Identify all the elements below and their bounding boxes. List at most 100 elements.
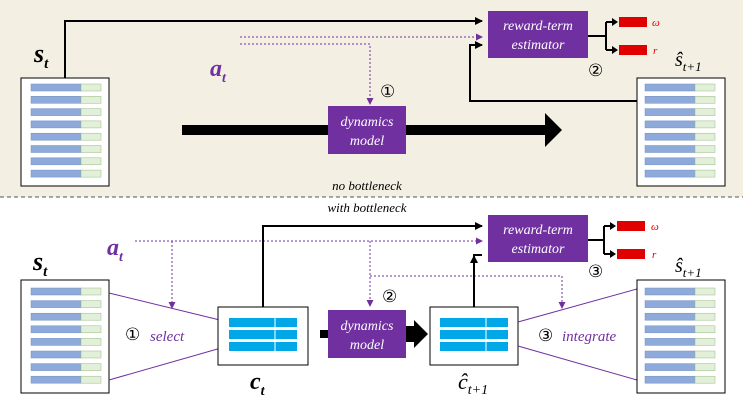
top-state-row-4 [30,120,82,129]
top-omega-arrowhead [612,18,618,26]
top-state-label: st [33,39,49,72]
bottom-next-state-row-1-tail [694,287,716,296]
top-next-state-row-4-tail [694,120,716,129]
bottom-reward-estimator-box: reward-term estimator [488,215,588,262]
bottom-state-row-2 [30,300,82,308]
svg-text:estimator: estimator [512,38,565,53]
top-next-state-row-1 [644,83,696,92]
bottom-step-3-integrate-marker: ③ [538,326,553,345]
svg-text:model: model [350,338,384,353]
bottom-dynamics-model-box: dynamics model [328,310,406,358]
top-state-row-1-tail [80,83,102,92]
top-next-state-row-2 [644,96,696,104]
bottom-state-label: st [32,247,48,280]
bottom-state-row-1-tail [80,287,102,296]
bottom-omega-output-bar [617,221,645,231]
bottom-next-state-row-5 [644,338,696,346]
top-state-to-estimator-arrow [64,17,483,78]
top-state-row-7-tail [80,157,102,166]
top-step-2-marker: ② [588,61,603,80]
bottom-c-next-box [429,306,519,366]
top-state-row-4-tail [80,120,102,129]
bottom-next-state-row-6-tail [694,350,716,359]
top-next-state-row-8 [644,169,696,178]
bottom-state-row-2-tail [80,300,102,308]
bottom-state-row-3 [30,312,82,321]
top-state-row-6-tail [80,145,102,153]
bottom-next-state-row-5-tail [694,338,716,346]
svg-text:dynamics: dynamics [341,115,394,130]
top-dynamics-model-box: dynamics model [328,106,406,154]
bottom-c-next-label: ĉt+1 [458,369,488,398]
no-bottleneck-caption: no bottleneck [332,178,402,193]
top-state-row-3 [30,108,82,116]
top-next-state-label: ŝt+1 [675,49,702,74]
bottom-state-row-1 [30,287,82,296]
top-omega-label: ω [652,17,660,29]
bottom-r-label: r [652,249,657,261]
top-next-state-row-5 [644,132,696,141]
bottom-action-label: at [107,235,124,265]
top-state-row-8-tail [80,169,102,178]
top-next-state-row-4 [644,120,696,129]
svg-text:estimator: estimator [512,242,565,257]
svg-text:reward-term: reward-term [503,19,573,34]
top-r-label: r [653,45,658,57]
bottom-next-state-row-8 [644,375,696,384]
top-step-1-marker: ① [380,82,395,101]
top-state-box [20,77,110,187]
top-omega-output-bar [619,17,647,27]
bottom-integrate-label: integrate [562,329,616,345]
bottom-next-state-row-2 [644,300,696,308]
bottom-state-row-4-tail [80,325,102,334]
top-next-state-row-7-tail [694,157,716,166]
bottom-state-box [20,279,110,394]
bottom-action-to-integrate-arrow [370,275,566,309]
top-next-state-row-5-tail [694,132,716,141]
bottom-c-next-row-3 [440,342,508,351]
bottom-c-to-estimator-arrow [262,222,483,307]
bottom-state-row-7-tail [80,363,102,371]
bottom-step-1-marker: ① [125,325,140,344]
bottom-omega-label: ω [651,221,659,233]
top-state-row-3-tail [80,108,102,116]
top-r-output-bar [619,45,647,55]
top-panel-background [0,0,743,197]
top-action-to-dynamics-arrow [240,43,374,105]
bottom-r-output-bar [617,249,645,259]
top-next-state-row-6 [644,145,696,153]
top-state-row-6 [30,145,82,153]
bottom-next-state-row-4 [644,325,696,334]
bottom-state-row-3-tail [80,312,102,321]
bottom-select-label: select [150,329,185,345]
svg-text:dynamics: dynamics [341,319,394,334]
top-reward-estimator-box: reward-term estimator [488,11,588,58]
bottom-r-arrowhead [610,250,616,258]
top-estimator-output-fork [588,21,616,51]
bottom-c-row-3 [229,342,297,351]
with-bottleneck-caption: with bottleneck [327,200,406,215]
bottom-next-state-row-7-tail [694,363,716,371]
bottom-flow-arrow-head [406,320,428,348]
top-next-state-row-6-tail [694,145,716,153]
bottom-next-state-row-1 [644,287,696,296]
bottom-integrate-lines [517,288,638,381]
bottom-select-lines [108,292,229,381]
top-state-row-7 [30,157,82,166]
bottom-next-state-row-8-tail [694,375,716,384]
top-next-state-row-7 [644,157,696,166]
bottom-step-2-marker: ② [382,287,397,306]
bottom-state-row-4 [30,325,82,334]
svg-text:reward-term: reward-term [503,223,573,238]
bottom-state-row-6-tail [80,350,102,359]
bottom-c-box [217,306,309,366]
top-state-row-5 [30,132,82,141]
bottom-omega-arrowhead [610,222,616,230]
bottom-next-state-row-2-tail [694,300,716,308]
top-next-state-row-2-tail [694,96,716,104]
top-action-label: at [210,56,227,86]
bottom-step-3-estimator-marker: ③ [588,262,603,281]
bottom-next-state-row-3-tail [694,312,716,321]
bottom-state-row-7 [30,363,82,371]
